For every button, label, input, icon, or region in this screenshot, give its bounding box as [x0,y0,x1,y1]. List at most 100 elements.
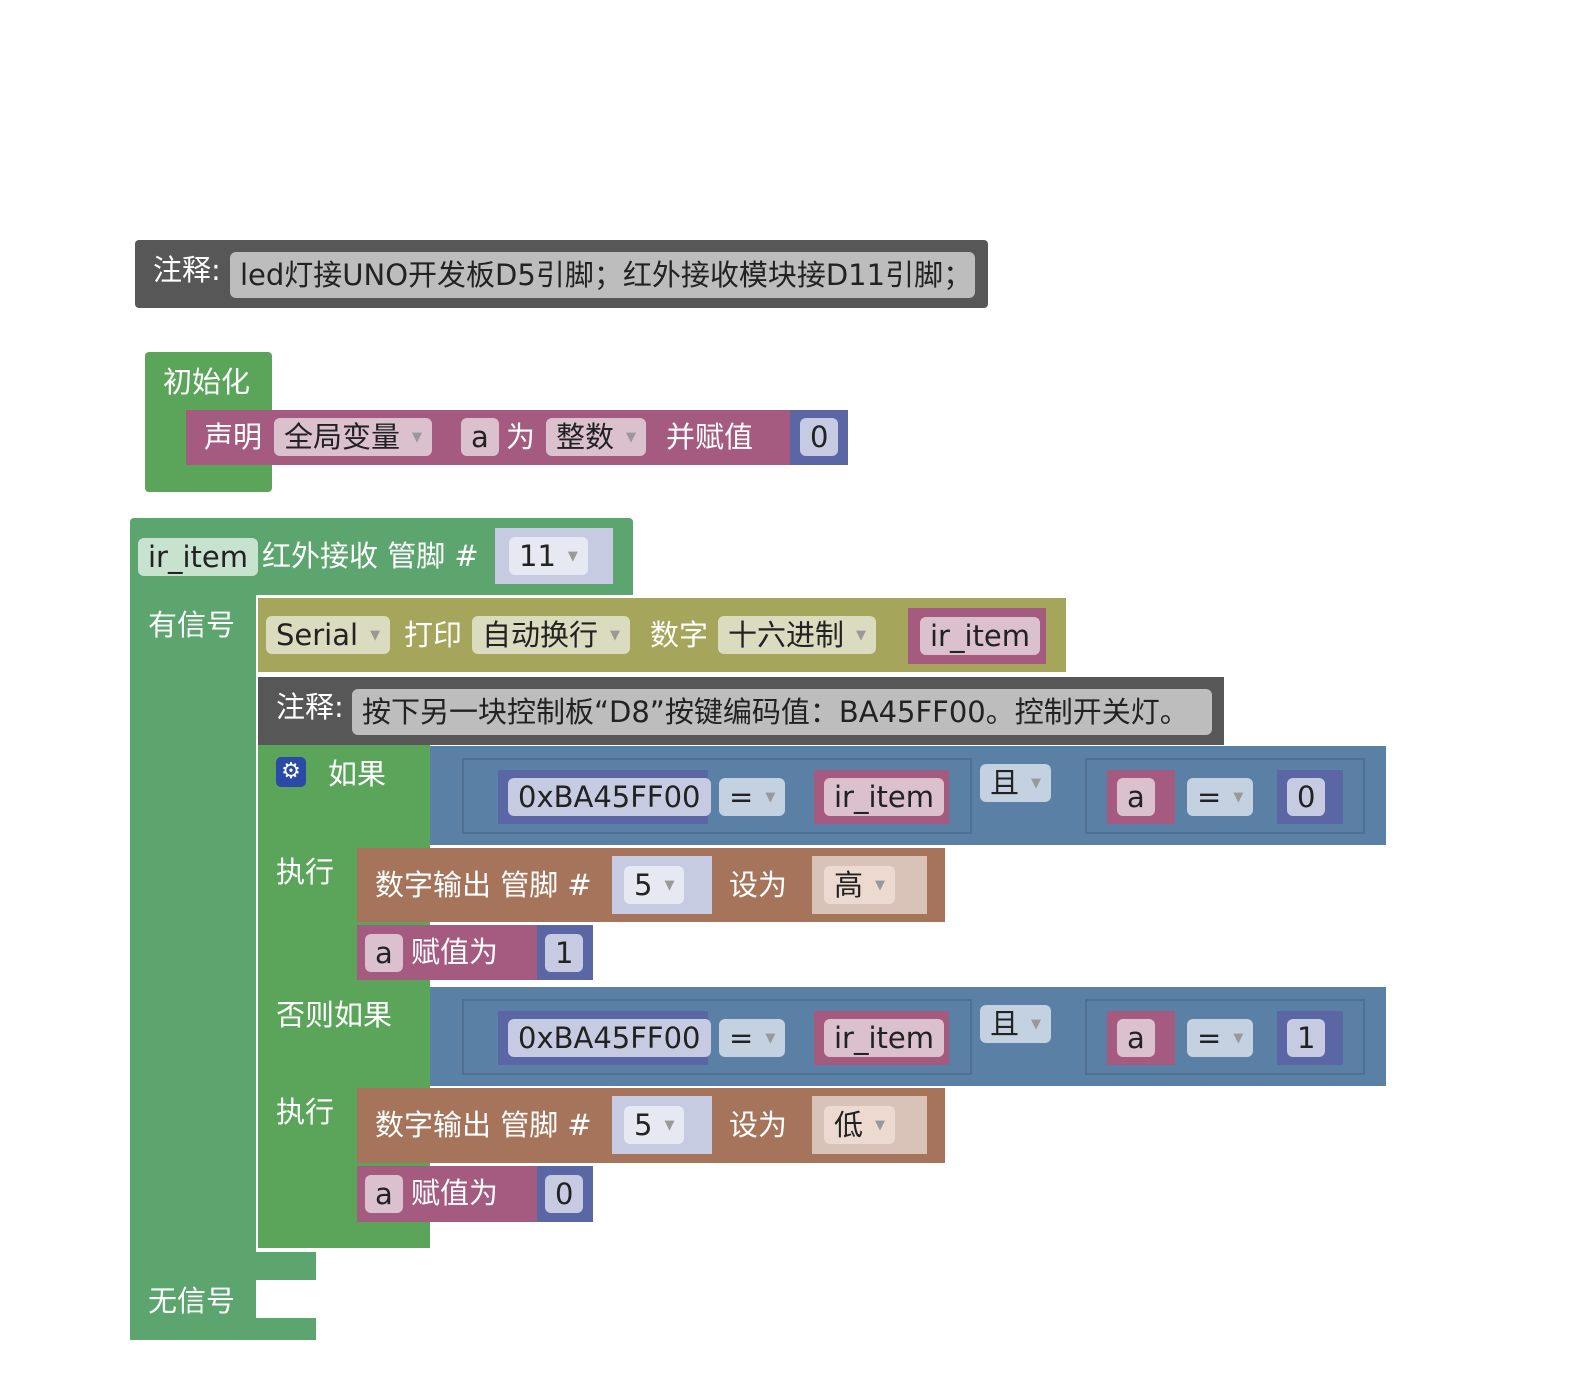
number-block[interactable]: 0 [790,410,848,465]
pin-block[interactable]: 5▼ [612,1096,712,1154]
var-field[interactable]: a [365,1175,403,1213]
number-block[interactable]: 1 [537,925,593,980]
var-field[interactable]: a [365,934,403,972]
operator-value: = [729,779,754,814]
level-dropdown[interactable]: 高▼ [824,866,896,904]
a-var-block[interactable]: a [1107,1011,1175,1065]
dropdown-arrow-icon: ▼ [664,1117,675,1133]
compare-block-2[interactable]: a =▼ 0 [1085,758,1365,834]
and-value: 且 [990,1006,1020,1041]
declare-block[interactable]: 声明 全局变量▼ a 为 整数▼ 并赋值 [186,410,794,465]
no-signal-label: 无信号 [148,1284,236,1318]
compare-block[interactable]: 0xBA45FF00 =▼ ir_item [462,758,972,834]
level-block[interactable]: 低▼ [812,1096,927,1154]
if-block[interactable]: ⚙ 如果 执行 否则如果 执行 [258,745,430,1248]
dropdown-arrow-icon: ▼ [664,877,675,893]
dropdown-arrow-icon: ▼ [765,1030,776,1046]
assign-label: 并赋值 [666,420,754,454]
dropdown-arrow-icon: ▼ [626,429,637,445]
base-dropdown[interactable]: 十六进制▼ [718,616,877,654]
scope-value: 全局变量 [284,419,401,454]
hex-number-block[interactable]: 0xBA45FF00 [498,1011,711,1065]
if-label: 如果 [328,757,387,791]
else-if-label: 否则如果 [276,998,393,1032]
operator-dropdown[interactable]: =▼ [1187,778,1254,816]
level-dropdown[interactable]: 低▼ [824,1106,896,1144]
ir-receive-block[interactable]: ir_item 红外接收 管脚 # 11 ▼ [130,518,633,595]
dropdown-arrow-icon: ▼ [412,429,423,445]
condition-and-block-1[interactable]: 0xBA45FF00 =▼ ir_item 且▼ a =▼ 0 [430,746,1386,845]
and-dropdown[interactable]: 且▼ [980,1005,1052,1043]
and-dropdown[interactable]: 且▼ [980,764,1052,802]
ir-label: 红外接收 管脚 # [262,539,479,573]
digital-write-label: 数字输出 管脚 # [375,868,592,902]
comment-text-field[interactable]: led灯接UNO开发板D5引脚；红外接收模块接D11引脚； [230,252,975,298]
ir-item-field[interactable]: ir_item [824,1019,944,1057]
number-field[interactable]: 1 [1287,1019,1326,1057]
level-block[interactable]: 高▼ [812,856,927,914]
serial-port-value: Serial [276,617,359,652]
serial-port-dropdown[interactable]: Serial▼ [266,616,391,654]
compare-block[interactable]: 0xBA45FF00 =▼ ir_item [462,999,972,1075]
number-label: 数字 [650,618,709,652]
ir-mid-bar [256,1252,316,1280]
operator-value: = [729,1020,754,1055]
dropdown-arrow-icon: ▼ [856,627,867,643]
has-signal-label: 有信号 [148,608,236,642]
number-field[interactable]: 0 [1287,778,1326,816]
comment-label: 注释: [276,690,344,724]
pin-dropdown[interactable]: 11 ▼ [509,537,588,575]
ir-item-field[interactable]: ir_item [824,778,944,816]
comment-text-field[interactable]: 按下另一块控制板“D8”按键编码值：BA45FF00。控制开关灯。 [352,689,1212,735]
number-field[interactable]: 0 [800,418,839,456]
a-field[interactable]: a [1117,1019,1155,1057]
ir-bottom-bar [256,1318,316,1340]
compare-block-2[interactable]: a =▼ 1 [1085,999,1365,1075]
number-field[interactable]: 0 [545,1175,584,1213]
comment-label: 注释: [153,253,221,287]
level-value: 高 [834,867,864,902]
serial-print-block[interactable]: Serial▼ 打印 自动换行▼ 数字 十六进制▼ ir_item [258,598,1066,672]
hex-field[interactable]: 0xBA45FF00 [508,778,711,816]
ir-item-var-block[interactable]: ir_item [814,770,949,824]
assign-block-1[interactable]: a 赋值为 [357,925,537,980]
hex-field[interactable]: 0xBA45FF00 [508,1019,711,1057]
number-field[interactable]: 1 [545,934,584,972]
pin-value: 11 [519,538,556,573]
assign-block-2[interactable]: a 赋值为 [357,1166,537,1222]
ir-item-field[interactable]: ir_item [920,617,1040,655]
dropdown-arrow-icon: ▼ [567,548,578,564]
dropdown-arrow-icon: ▼ [765,789,776,805]
operator-value: = [1197,779,1222,814]
gear-icon[interactable]: ⚙ [276,757,306,787]
operator-dropdown[interactable]: =▼ [719,778,786,816]
operator-dropdown[interactable]: =▼ [719,1019,786,1057]
a-var-block[interactable]: a [1107,770,1175,824]
var-name-field[interactable]: a [461,418,499,456]
number-block[interactable]: 1 [1277,1011,1343,1065]
operator-dropdown[interactable]: =▼ [1187,1019,1254,1057]
newline-value: 自动换行 [482,617,599,652]
digital-write-block-1[interactable]: 数字输出 管脚 # 5▼ 设为 高▼ [357,848,945,922]
condition-and-block-2[interactable]: 0xBA45FF00 =▼ ir_item 且▼ a =▼ 1 [430,987,1386,1086]
comment-block-2[interactable]: 注释: 按下另一块控制板“D8”按键编码值：BA45FF00。控制开关灯。 [258,677,1224,745]
scope-dropdown[interactable]: 全局变量 ▼ [274,418,433,456]
set-label: 设为 [729,868,788,902]
ir-var-field[interactable]: ir_item [138,538,258,576]
number-block[interactable]: 0 [537,1166,593,1222]
type-dropdown[interactable]: 整数▼ [546,418,647,456]
ir-item-var-block[interactable]: ir_item [908,608,1046,664]
level-value: 低 [834,1107,864,1142]
comment-block[interactable]: 注释: led灯接UNO开发板D5引脚；红外接收模块接D11引脚； [135,240,988,308]
number-block[interactable]: 0 [1277,770,1343,824]
pin-dropdown[interactable]: 5▼ [624,866,685,904]
pin-block[interactable]: 11 ▼ [495,528,613,584]
ir-item-var-block[interactable]: ir_item [814,1011,949,1065]
pin-block[interactable]: 5▼ [612,856,712,914]
digital-write-block-2[interactable]: 数字输出 管脚 # 5▼ 设为 低▼ [357,1088,945,1163]
pin-value: 5 [634,1107,653,1142]
a-field[interactable]: a [1117,778,1155,816]
hex-number-block[interactable]: 0xBA45FF00 [498,770,711,824]
newline-dropdown[interactable]: 自动换行▼ [472,616,631,654]
pin-dropdown[interactable]: 5▼ [624,1106,685,1144]
